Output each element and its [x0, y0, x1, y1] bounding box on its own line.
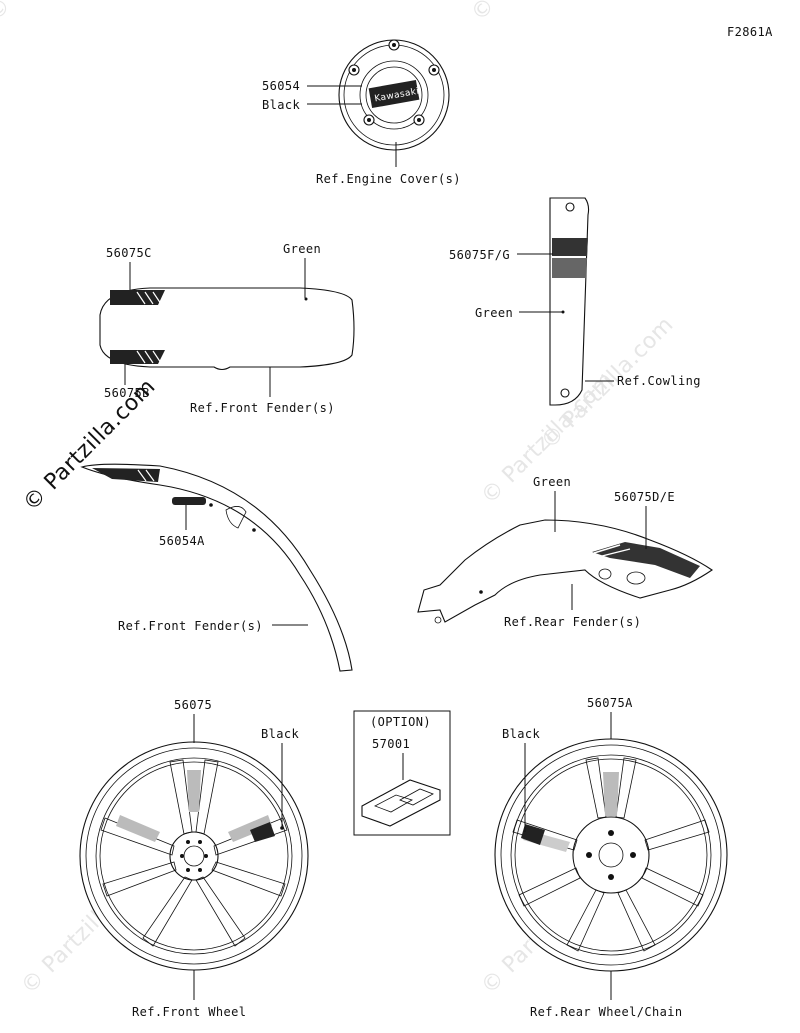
label-rear-wheel-ref: Ref.Rear Wheel/Chain — [530, 1005, 683, 1019]
label-front-fender-side-ref: Ref.Front Fender(s) — [118, 619, 263, 633]
label-front-fender-side-part: 56054A — [159, 534, 205, 548]
label-rear-wheel-color: Black — [502, 727, 540, 741]
front-fender-top-view[interactable] — [99, 287, 355, 371]
label-front-wheel-part: 56075 — [174, 698, 212, 712]
label-rear-wheel-part: 56075A — [587, 696, 633, 710]
label-front-fender-top-color: Green — [283, 242, 321, 256]
engine-cover-emblem[interactable]: Kawasaki — [338, 39, 450, 151]
label-rear-fender-ref: Ref.Rear Fender(s) — [504, 615, 641, 629]
label-front-fender-top-part: 56075C — [106, 246, 152, 260]
label-option-part: 57001 — [372, 737, 410, 751]
front-wheel[interactable] — [79, 741, 309, 971]
label-cowling-part: 56075F/G — [449, 248, 510, 262]
label-option: (OPTION) — [370, 715, 431, 729]
label-front-wheel-ref: Ref.Front Wheel — [132, 1005, 246, 1019]
label-rear-fender-color: Green — [533, 475, 571, 489]
label-front-wheel-color: Black — [261, 727, 299, 741]
rear-wheel[interactable] — [494, 738, 728, 972]
front-fender-side-view[interactable] — [80, 463, 353, 672]
option-box[interactable]: (OPTION) 57001 — [353, 710, 451, 836]
rear-fender[interactable] — [417, 519, 713, 624]
label-rear-fender-part: 56075D/E — [614, 490, 675, 504]
figure-id: F2861A — [727, 25, 773, 39]
cowling[interactable] — [549, 197, 590, 406]
watermark-top-mid: © Partzilla.com — [467, 0, 609, 26]
label-cowling-color: Green — [475, 306, 513, 320]
label-engine-cover-ref: Ref.Engine Cover(s) — [316, 172, 461, 186]
label-cowling-ref: Ref.Cowling — [617, 374, 701, 388]
label-engine-cover-part: 56054 — [262, 79, 300, 93]
label-front-fender-top-ref: Ref.Front Fender(s) — [190, 401, 335, 415]
watermark-top-left: © Partzilla.com — [0, 0, 125, 26]
label-engine-cover-color: Black — [262, 98, 300, 112]
label-front-fender-top-part-lower: 56075B — [104, 386, 150, 400]
